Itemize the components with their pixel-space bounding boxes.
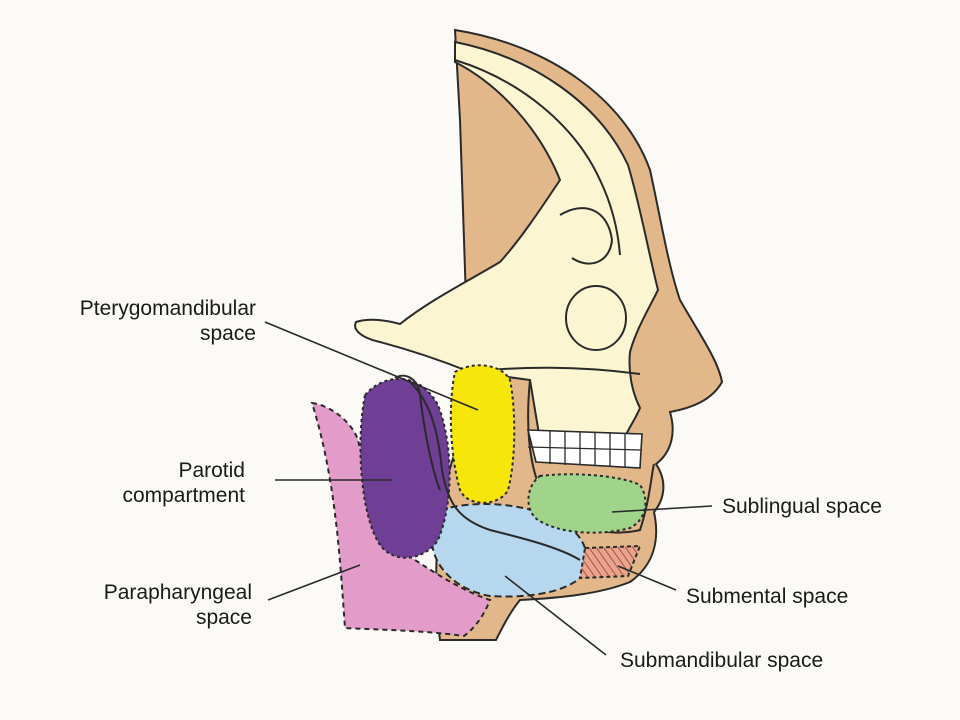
parotid-compartment-region	[359, 377, 451, 559]
submandibular-space-region	[430, 503, 589, 598]
parapharyngeal-space-region	[310, 401, 492, 638]
skull-bone	[354, 40, 660, 441]
submental-label: Submental space	[686, 585, 849, 608]
pterygomandibular-label: Pterygomandibular space	[26, 296, 256, 346]
pharyngeal-line	[407, 379, 581, 561]
sublingual-label: Sublingual space	[722, 495, 882, 518]
parapharyngeal-leader-line	[267, 564, 361, 601]
parapharyngeal-label-line1: Parapharyngeal	[103, 581, 252, 604]
parapharyngeal-label: Parapharyngeal space	[40, 580, 252, 630]
submandibular-leader-line	[504, 575, 607, 656]
pterygomandibular-label-line2: space	[199, 322, 256, 345]
sublingual-space-region	[527, 473, 647, 534]
parapharyngeal-label-line2: space	[195, 606, 252, 629]
pterygomandibular-leader-line	[264, 321, 479, 411]
orbit-outline	[559, 207, 614, 265]
submental-space-region	[578, 544, 642, 580]
pterygomandibular-space-region	[449, 364, 516, 504]
pharyngeal-line-inner	[394, 374, 441, 491]
maxillary-sinus	[565, 285, 627, 351]
pterygomandibular-label-line1: Pterygomandibular	[79, 297, 256, 320]
parotid-label-line1: Parotid	[178, 459, 245, 482]
submental-leader-line	[617, 565, 677, 591]
parotid-label-line2: compartment	[122, 484, 245, 507]
cranial-inner-line	[454, 59, 621, 256]
parotid-label: Parotid compartment	[40, 458, 245, 508]
submandibular-label: Submandibular space	[620, 649, 824, 672]
sublingual-leader-line	[611, 505, 713, 513]
teeth-divisions	[527, 430, 642, 467]
